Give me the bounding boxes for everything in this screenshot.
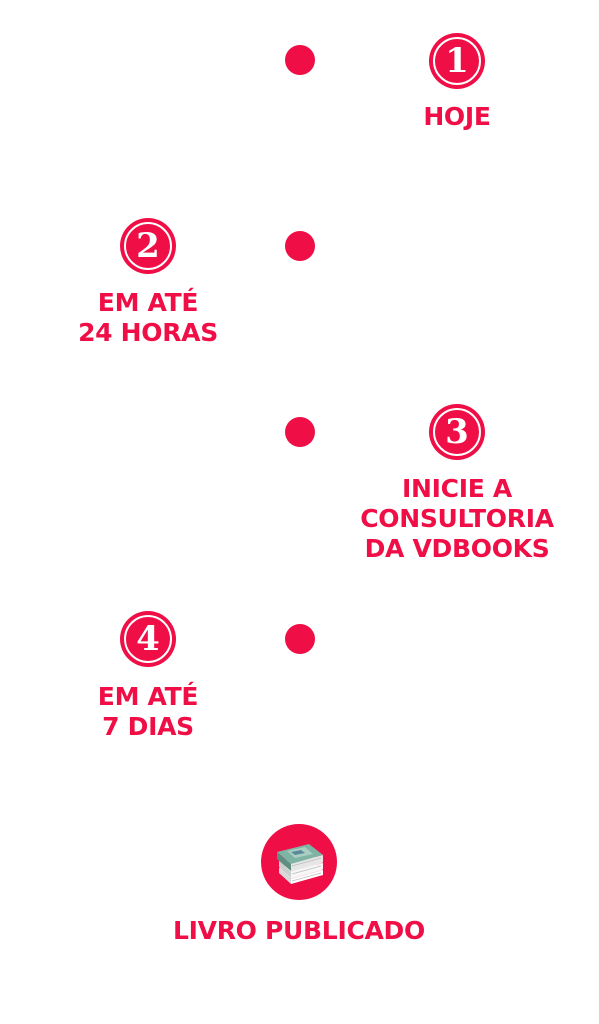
book-stack-icon (277, 844, 323, 884)
step-4-label-line-2: 7 DIAS (102, 712, 194, 741)
step-4-label: EM ATÉ 7 DIAS (48, 682, 248, 742)
step-3-label-line-1: INICIE A (402, 474, 512, 503)
step-1-label: HOJE (357, 102, 557, 132)
step-1-number: 1 (445, 41, 469, 81)
timeline-dot-4 (285, 624, 315, 654)
step-3-label: INICIE A CONSULTORIA DA VDBOOKS (347, 474, 567, 564)
step-4-number-badge: 4 (120, 611, 176, 667)
step-3-number-badge: 3 (429, 404, 485, 460)
timeline-dot-3 (285, 417, 315, 447)
step-2-label: EM ATÉ 24 HORAS (48, 288, 248, 348)
timeline-dot-2 (285, 231, 315, 261)
step-1-number-badge: 1 (429, 33, 485, 89)
step-3-label-line-2: CONSULTORIA (360, 504, 554, 533)
final-label-text: LIVRO PUBLICADO (173, 916, 425, 945)
step-3-number: 3 (445, 412, 469, 452)
step-2-label-line-1: EM ATÉ (97, 288, 199, 317)
step-2-number-badge: 2 (120, 218, 176, 274)
timeline-dot-1 (285, 45, 315, 75)
final-badge (261, 824, 337, 900)
step-2-label-line-2: 24 HORAS (78, 318, 218, 347)
step-4-number: 4 (136, 619, 160, 659)
step-4-label-line-1: EM ATÉ (97, 682, 199, 711)
final-label: LIVRO PUBLICADO (149, 916, 449, 946)
step-3-label-line-3: DA VDBOOKS (364, 534, 550, 563)
step-1-label-line-1: HOJE (423, 102, 491, 131)
step-2-number: 2 (136, 226, 160, 266)
